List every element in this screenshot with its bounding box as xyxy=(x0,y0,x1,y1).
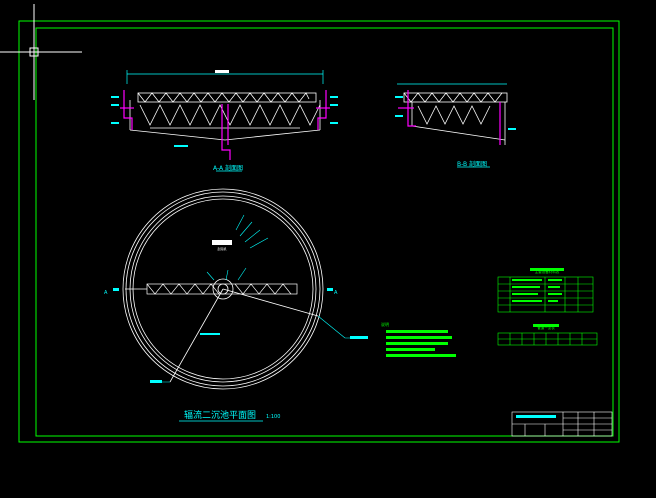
plan-callout: 刮泥机 xyxy=(217,246,226,251)
outer-border xyxy=(18,20,620,443)
inner-border xyxy=(35,27,614,437)
plan-scale: 1:100 xyxy=(266,414,280,420)
crosshair-cursor[interactable] xyxy=(0,4,82,100)
plan-view: 刮泥机 A A 辐流二沉池平面图 1:100 xyxy=(104,188,368,422)
pipe-table: 管道一览表 xyxy=(497,324,598,346)
tank-outer-wall xyxy=(122,188,324,390)
section-b-b-label: B-B 剖面图 xyxy=(457,160,487,168)
center-well xyxy=(212,278,234,300)
plan-callout-box xyxy=(212,240,232,245)
title-block xyxy=(511,411,613,437)
plan-label-right: A xyxy=(334,290,338,296)
pipe-table-title: 管道一览表 xyxy=(537,325,555,330)
bridge-truss xyxy=(125,283,298,295)
equipment-table-title: 主要设备材料表 xyxy=(535,269,560,274)
plan-label-left: A xyxy=(104,290,108,296)
general-notes: 说明 xyxy=(381,321,456,357)
drawing-frame xyxy=(18,20,620,443)
equipment-table: 主要设备材料表 xyxy=(497,268,594,313)
section-a-a-label: A-A 剖面图 xyxy=(213,164,243,172)
section-a-a: A-A 剖面图 xyxy=(111,70,338,172)
notes-title: 说明 xyxy=(381,321,389,327)
dimension-text-top xyxy=(215,70,229,73)
plan-title: 辐流二沉池平面图 xyxy=(184,409,256,421)
section-b-b: B-B 剖面图 xyxy=(395,83,516,168)
